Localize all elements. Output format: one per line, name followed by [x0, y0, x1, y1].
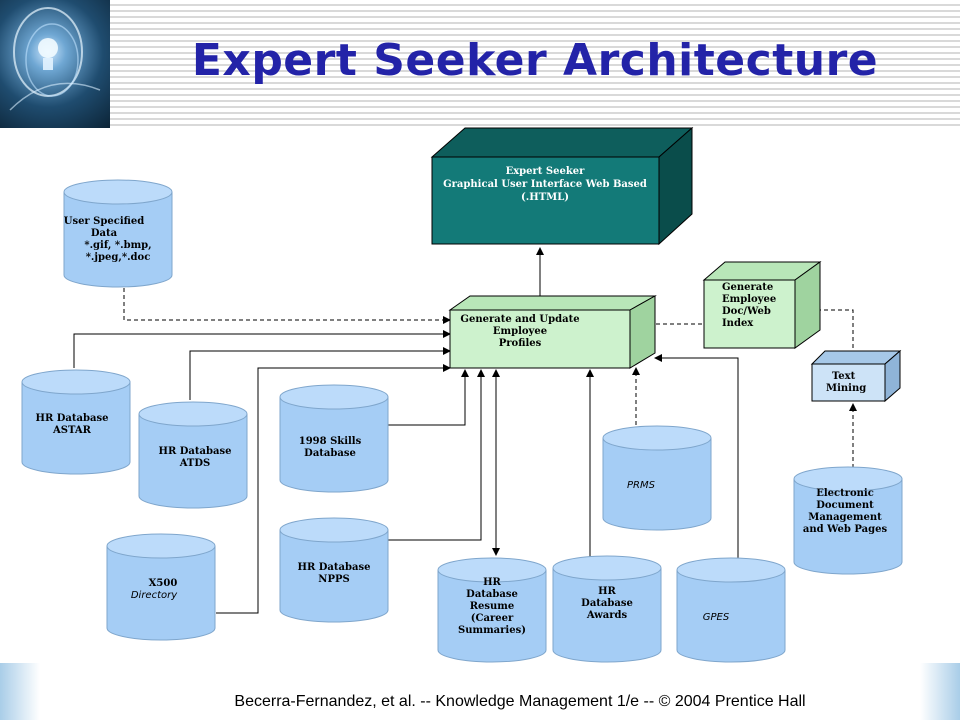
connector-gpes: [654, 354, 739, 560]
connector-user-data: [123, 288, 451, 324]
edm-line-1: Electronic: [816, 488, 874, 499]
skills-line-1: 1998 Skills: [299, 436, 362, 447]
edm-line-2: Document: [816, 500, 874, 511]
connector-npps: [388, 369, 485, 541]
footer-band: [0, 663, 960, 720]
skills-line-2: Database: [304, 448, 356, 459]
npps-line-2: NPPS: [318, 574, 349, 585]
cylinder-skills: 1998 Skills Database: [279, 384, 389, 493]
resume-line-1: HR: [483, 577, 501, 588]
lightbulb-logo: [0, 0, 110, 128]
user-data-line-4: *.jpeg,*.doc: [86, 252, 151, 263]
profiles-box: Generate and Update Employee Profiles: [448, 295, 657, 369]
index-box-line-3: Doc/Web: [722, 306, 771, 317]
connectors: [73, 247, 857, 614]
index-box: Generate Employee Doc/Web Index: [702, 261, 822, 349]
cylinder-astar: HR Database ASTAR: [21, 369, 131, 475]
x500-line-2: Directory: [131, 590, 178, 601]
user-data-line-3: *.gif, *.bmp,: [84, 240, 151, 251]
index-box-line-4: Index: [722, 318, 754, 329]
edm-line-4: and Web Pages: [803, 524, 888, 535]
profiles-box-line-2: Employee: [493, 326, 547, 337]
x500-line-1: X500: [149, 578, 178, 589]
awards-line-3: Awards: [586, 610, 628, 621]
awards-line-1: HR: [598, 586, 616, 597]
header-stripes: [0, 0, 960, 128]
connector-mining-index: [794, 306, 854, 362]
atds-line-1: HR Database: [159, 446, 232, 457]
gui-box-line-1: Expert Seeker: [506, 166, 586, 177]
resume-line-5: Summaries): [458, 625, 526, 636]
prms-line-1: PRMS: [627, 480, 656, 491]
resume-line-3: Resume: [470, 601, 515, 612]
cylinder-gpes: GPES: [676, 557, 786, 663]
cylinder-edm: Electronic Document Management and Web P…: [793, 466, 903, 575]
index-box-line-2: Employee: [722, 294, 776, 305]
gui-box: Expert Seeker Graphical User Interface W…: [430, 126, 694, 246]
gui-box-line-2: Graphical User Interface Web Based: [443, 179, 647, 190]
cylinder-atds: HR Database ATDS: [138, 401, 248, 509]
connector-atds: [189, 347, 451, 400]
astar-line-2: ASTAR: [52, 425, 92, 436]
connector-astar: [73, 330, 451, 368]
npps-line-1: HR Database: [298, 562, 371, 573]
index-box-line-1: Generate: [722, 282, 773, 293]
text-mining-line-2: Mining: [826, 383, 866, 394]
slide-title: Expert Seeker Architecture: [191, 35, 879, 86]
gpes-line-1: GPES: [703, 612, 730, 623]
text-mining-box: Text Mining: [810, 349, 902, 403]
resume-line-4: (Career: [471, 613, 514, 624]
cylinder-user-data: User Specified Data *.gif, *.bmp, *.jpeg…: [63, 179, 173, 288]
awards-line-2: Database: [581, 598, 633, 609]
cylinder-prms: PRMS: [602, 425, 712, 531]
gui-box-line-3: (.HTML): [521, 192, 569, 203]
edm-line-3: Management: [808, 512, 882, 523]
profiles-box-line-3: Profiles: [499, 338, 542, 349]
connector-x500: [216, 364, 451, 614]
text-mining-line-1: Text: [832, 371, 856, 382]
resume-line-2: Database: [466, 589, 518, 600]
astar-line-1: HR Database: [36, 413, 109, 424]
atds-line-2: ATDS: [179, 458, 211, 469]
user-data-line-1: User Specified: [64, 216, 145, 227]
cylinder-resume: HR Database Resume (Career Summaries): [437, 557, 547, 663]
user-data-line-2: Data: [91, 228, 118, 239]
cylinder-awards: HR Database Awards: [552, 555, 662, 663]
connector-skills: [388, 369, 469, 426]
cylinder-npps: HR Database NPPS: [279, 517, 389, 623]
profiles-box-line-1: Generate and Update: [460, 314, 579, 325]
slide-footer: Becerra-Fernandez, et al. -- Knowledge M…: [234, 693, 806, 710]
cylinder-x500: X500 Directory: [106, 533, 216, 641]
